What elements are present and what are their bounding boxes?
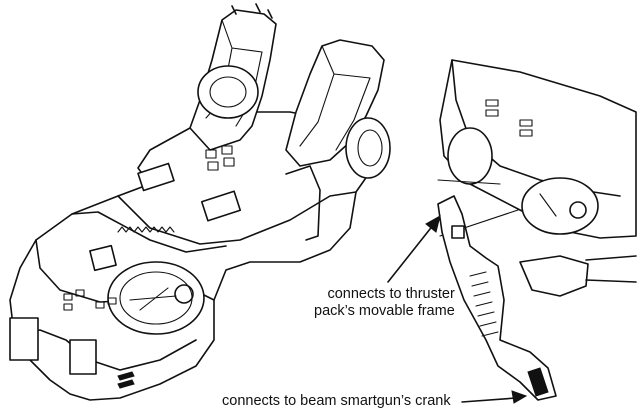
- backpack-hull: [9, 111, 371, 401]
- port-lever: [129, 287, 177, 311]
- left-nozzle-inner: [209, 76, 247, 108]
- front-small-squares: [63, 289, 117, 311]
- deck-panels: [205, 145, 235, 171]
- deck-handle: [285, 165, 321, 241]
- socket-lower: [521, 177, 599, 235]
- arrow-smartgun-line: [461, 397, 517, 403]
- arrow-smartgun-head: [511, 390, 528, 404]
- coupling-piece: [437, 195, 557, 401]
- thruster-callout-label: connects to thruster pack’s movable fram…: [300, 286, 455, 320]
- serrated-edge: [117, 226, 175, 233]
- coupling-lock: [451, 225, 465, 239]
- right-thruster-arm: [285, 39, 385, 167]
- right-nozzle: [345, 117, 391, 179]
- left-nozzle: [197, 65, 259, 119]
- mount-vent-slots: [485, 99, 533, 137]
- front-box-right: [69, 339, 97, 375]
- socket-bolt: [569, 201, 587, 219]
- coupling-spring: [469, 271, 499, 337]
- thruster-backpack-unit: [9, 3, 391, 401]
- left-body-panel: [89, 244, 117, 272]
- thruster-callout-line2: pack’s movable frame: [314, 303, 455, 319]
- coupling-tip: [527, 367, 549, 397]
- arrow-thruster-line: [387, 223, 435, 283]
- front-box-left: [9, 317, 39, 361]
- left-arm-tip: [231, 3, 273, 19]
- front-vent-chevrons: [117, 371, 135, 389]
- mount-hook: [519, 255, 589, 297]
- right-nozzle-inner: [357, 129, 383, 167]
- thruster-callout-line1: connects to thruster: [327, 286, 455, 302]
- deck-ridge: [71, 211, 227, 253]
- right-arm-detail: [299, 45, 371, 151]
- arrow-thruster-head: [425, 214, 441, 233]
- socket-upper: [447, 127, 493, 185]
- callout-arrows: [387, 214, 528, 404]
- smartgun-callout-label: connects to beam smartgun’s crank: [222, 393, 451, 409]
- deck-clamp-right: [200, 190, 242, 222]
- deck-clamp-left: [137, 162, 175, 192]
- mount-detail: [437, 59, 637, 401]
- port-knob: [174, 284, 194, 304]
- hook-strap: [585, 255, 637, 283]
- upper-deck: [117, 191, 357, 245]
